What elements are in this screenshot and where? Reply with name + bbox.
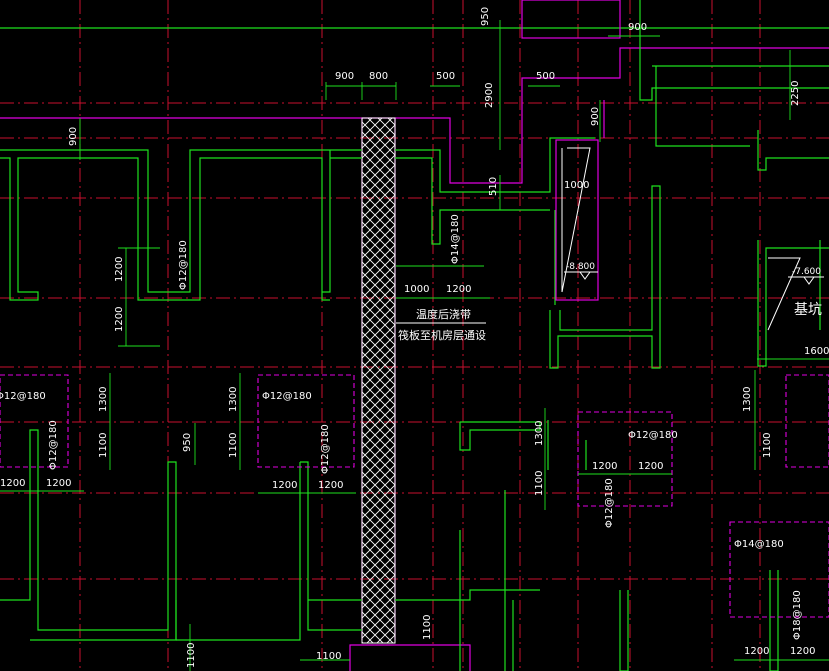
dim-1100-bottom-b: 1100 [316, 651, 341, 662]
dim-1300-right: 1300 [742, 387, 753, 412]
dim-1200-bottom-a: 1200 [744, 646, 769, 657]
pit-outlines [521, 0, 801, 331]
dim-950-top: 950 [480, 7, 491, 26]
rebar-label-a: Φ12@180 [178, 240, 189, 290]
dim-1100-bottom-a: 1100 [186, 643, 197, 668]
dim-1100-bottom-c: 1100 [422, 615, 433, 640]
dim-1300-mid: 1300 [228, 387, 239, 412]
rebar-label-d: Φ12@180 [262, 391, 312, 402]
dim-1200-vert-left-a: 1200 [114, 257, 125, 282]
dim-1300-center: 1300 [534, 421, 545, 446]
dimension-texts: 900 800 500 500 950 2900 900 2250 900 51… [0, 7, 829, 668]
dim-1300-left: 1300 [98, 387, 109, 412]
raft-boundary-lines [0, 47, 829, 671]
rebar-label-i: Φ14@180 [734, 539, 784, 550]
dim-1200-bottom-b: 1200 [790, 646, 815, 657]
dim-1000-horiz: 1000 [404, 284, 429, 295]
dim-800-top: 800 [369, 71, 388, 82]
dim-510: 510 [488, 177, 499, 196]
rebar-label-c: Φ12@180 [0, 391, 46, 402]
post-pour-strip [361, 117, 396, 644]
rebar-label-h: Φ12@180 [604, 478, 615, 528]
dim-1100-mid: 1100 [228, 433, 239, 458]
elevation-markers: -8.800 -7.600 [564, 262, 824, 285]
rebar-label-j: Φ18@180 [792, 590, 803, 640]
dim-900-top-right: 900 [628, 22, 647, 33]
dim-1200-center-b: 1200 [638, 461, 663, 472]
rebar-label-e: Φ12@180 [48, 420, 59, 470]
notes: 温度后浇带 筏板至机房层通设 基坑 [396, 301, 822, 342]
dim-1000-pit: 1000 [564, 180, 589, 191]
dim-1100-left: 1100 [98, 433, 109, 458]
dim-1200-horiz: 1200 [446, 284, 471, 295]
rebar-labels: Φ12@180 Φ14@180 Φ12@180 Φ12@180 Φ12@180 … [0, 214, 803, 640]
note-band-line1: 温度后浇带 [416, 307, 471, 321]
dim-1200-center-a: 1200 [592, 461, 617, 472]
dim-950-mid: 950 [182, 433, 193, 452]
elevation-pit-right: -7.600 [792, 267, 821, 277]
elevation-pit-left: -8.800 [566, 262, 595, 272]
dim-900-top-left: 900 [335, 71, 354, 82]
rebar-label-g: Φ12@180 [628, 430, 678, 441]
dim-900-left-vert: 900 [68, 127, 79, 146]
rebar-regions [0, 374, 829, 618]
dim-500-top-a: 500 [436, 71, 455, 82]
rebar-label-f: Φ12@180 [320, 424, 331, 474]
rebar-label-b: Φ14@180 [450, 214, 461, 264]
note-pit-label: 基坑 [794, 301, 822, 318]
dim-1200-row-d: 1200 [318, 480, 343, 491]
dim-2900: 2900 [484, 83, 495, 108]
dim-1100-center: 1100 [534, 471, 545, 496]
dim-900-right-vert: 900 [590, 107, 601, 126]
dim-1600: 1600 [804, 346, 829, 357]
dimension-lines [0, 20, 829, 671]
note-band-line2: 筏板至机房层通设 [398, 328, 486, 342]
dim-500-top-b: 500 [536, 71, 555, 82]
dim-1200-vert-left-b: 1200 [114, 307, 125, 332]
dim-2250: 2250 [790, 81, 801, 106]
dim-1200-row-c: 1200 [272, 480, 297, 491]
dim-1100-right: 1100 [762, 433, 773, 458]
dim-1200-row-b: 1200 [46, 478, 71, 489]
dim-1200-row-a: 1200 [0, 478, 25, 489]
